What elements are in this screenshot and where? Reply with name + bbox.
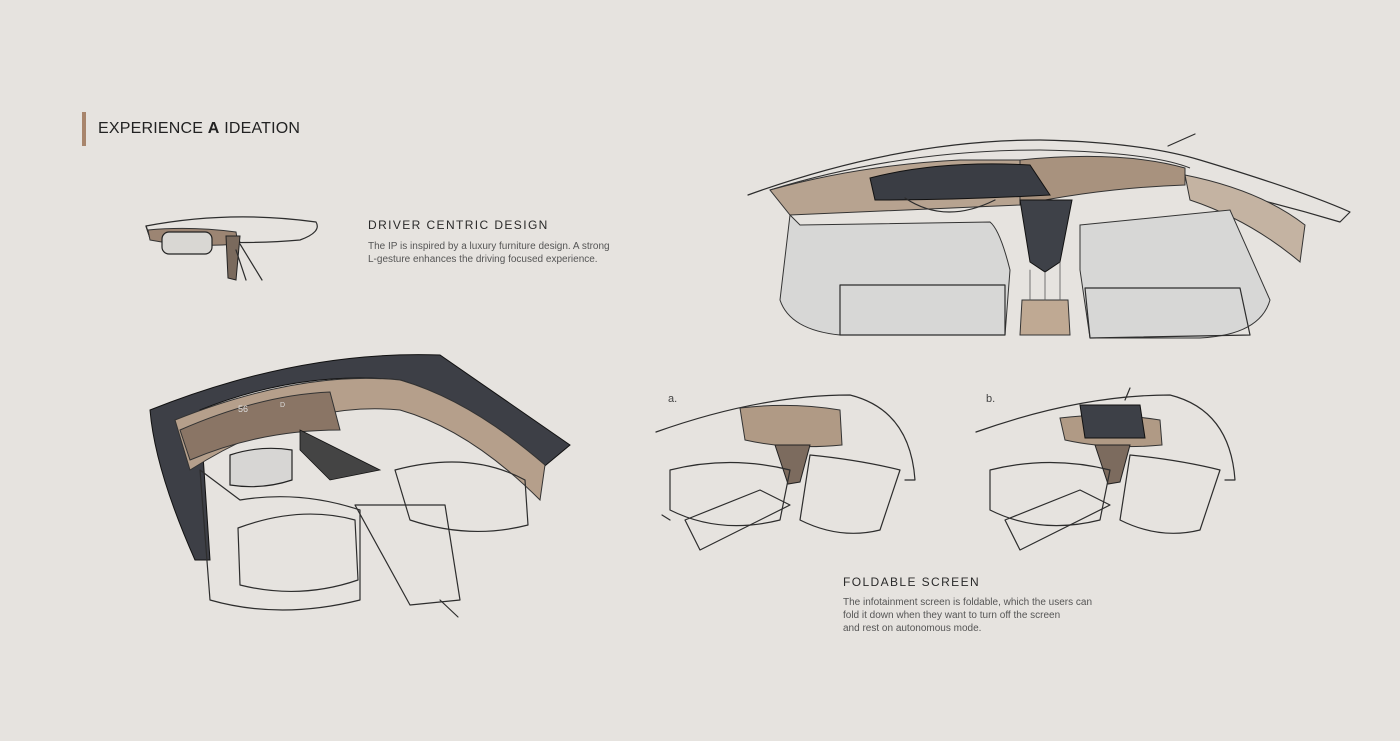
cluster-speed: 56 (238, 404, 249, 414)
cabin-perspective-sketch (149, 354, 571, 618)
driver-centric-body: The IP is inspired by a luxury furniture… (368, 241, 610, 265)
foldable-screen-body: The infotainment screen is foldable, whi… (843, 597, 1093, 634)
foldable-screen-heading: FOLDABLE SCREEN (843, 575, 981, 589)
title-suffix: IDEATION (219, 120, 301, 137)
title-prefix: EXPERIENCE (98, 120, 208, 137)
foldable-sketch-b (975, 387, 1236, 551)
cabin-overview-sketch (747, 133, 1351, 339)
sketch-label-a: a. (668, 393, 678, 405)
sketch-label-b: b. (986, 393, 996, 405)
cluster-gear: D (280, 402, 286, 409)
page-title: EXPERIENCE A IDEATION (82, 112, 300, 146)
driver-centric-heading: DRIVER CENTRIC DESIGN (368, 218, 549, 232)
ip-detail-sketch (145, 216, 318, 281)
title-bold: A (207, 120, 220, 137)
title-accent-bar (82, 112, 86, 146)
foldable-sketch-a (655, 394, 916, 551)
